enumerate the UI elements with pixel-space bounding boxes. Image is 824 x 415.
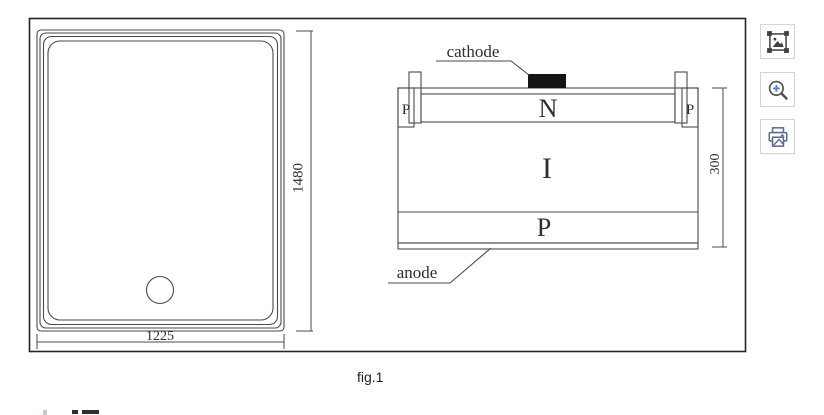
wafer-plan-view bbox=[36, 29, 285, 332]
cutoff-text-fragment bbox=[43, 410, 47, 415]
cathode-callout: cathode bbox=[436, 42, 530, 76]
zoom-in-icon bbox=[766, 78, 790, 102]
height-dimension-label: 1480 bbox=[290, 163, 306, 193]
cutoff-text-fragment bbox=[72, 410, 78, 414]
wafer-outline-ring bbox=[47, 40, 274, 321]
anode-leader-line bbox=[388, 247, 492, 284]
p-layer-label: P bbox=[537, 213, 551, 242]
left-tab bbox=[408, 71, 422, 124]
zoom-in-button[interactable] bbox=[760, 72, 795, 107]
cathode-label: cathode bbox=[447, 42, 500, 61]
mount-hole bbox=[145, 275, 175, 305]
p-plus-left-label: P bbox=[402, 102, 410, 118]
wafer-outline-ring bbox=[36, 29, 285, 332]
width-dimension: 1225 bbox=[36, 329, 285, 349]
view-image-button[interactable] bbox=[760, 24, 795, 59]
wafer-outline-ring bbox=[39, 32, 282, 329]
height-dimension: 1480 bbox=[290, 30, 313, 332]
n-layer-label: N bbox=[539, 94, 558, 123]
p-plus-right-label: P bbox=[686, 102, 694, 118]
print-icon bbox=[766, 125, 790, 149]
figure-caption: fig.1 bbox=[357, 369, 384, 385]
thickness-dimension: 300 bbox=[708, 87, 727, 248]
anode-callout: anode bbox=[388, 247, 492, 284]
figure-border bbox=[28, 17, 747, 353]
i-layer-label: I bbox=[542, 152, 552, 185]
n-layer-box bbox=[420, 93, 676, 123]
cathode-contact bbox=[528, 74, 566, 88]
cathode-leader-line bbox=[436, 60, 530, 76]
thickness-dimension-label: 300 bbox=[708, 154, 723, 175]
wafer-outline-ring bbox=[42, 35, 279, 326]
device-cross-section: N I P P P cathode anode bbox=[388, 42, 727, 284]
anode-metal-strip bbox=[397, 242, 699, 250]
print-button[interactable] bbox=[760, 119, 795, 154]
width-dimension-label: 1225 bbox=[146, 329, 174, 344]
p-plus-left-box bbox=[397, 87, 415, 128]
anode-label: anode bbox=[397, 263, 438, 282]
cutoff-text-fragment bbox=[82, 410, 99, 414]
image-frame-icon bbox=[766, 30, 790, 54]
p-plus-right-box bbox=[681, 87, 699, 128]
